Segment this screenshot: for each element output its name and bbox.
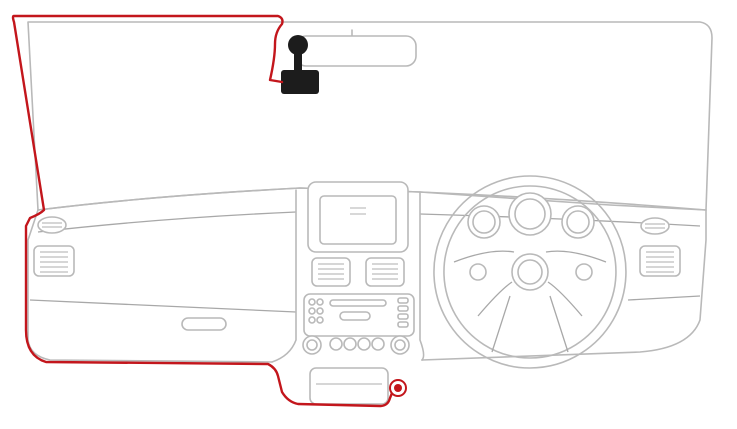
right-speaker	[640, 217, 670, 235]
dashcam-body	[281, 70, 319, 94]
center-vent-left-slats	[318, 263, 344, 280]
climate-knob-right-inner	[394, 339, 406, 351]
climate-buttons	[329, 337, 385, 351]
lower-console-box	[309, 367, 389, 405]
center-vent-right-slats	[372, 263, 398, 280]
instrument-cluster	[467, 192, 595, 239]
left-air-vent-slats	[40, 251, 68, 273]
dashcam-suction-mount	[288, 35, 308, 55]
glovebox-handle	[181, 317, 227, 331]
rearview-mirror	[295, 35, 417, 67]
left-speaker	[37, 216, 67, 234]
steering-wheel	[433, 175, 627, 369]
dashboard-right-edge	[421, 209, 707, 361]
dashboard-crease-right-lower	[627, 295, 701, 301]
right-air-vent	[639, 245, 681, 277]
right-air-vent-slats	[646, 251, 674, 273]
screen-glare-mark	[350, 207, 366, 215]
dashboard-crease-left-lower	[29, 299, 297, 313]
dashboard-left-edge	[27, 209, 273, 363]
control-panel-buttons-left	[308, 298, 324, 324]
climate-knob-left-inner	[306, 339, 318, 351]
steering-hub-center	[517, 259, 543, 285]
wheel-button-right	[575, 263, 593, 281]
center-vent-right	[365, 257, 405, 287]
dashboard-crease-left	[37, 211, 297, 233]
left-air-vent	[33, 245, 75, 277]
power-cable-route	[11, 14, 396, 408]
control-panel-knob	[339, 311, 371, 321]
center-console-outline	[271, 189, 425, 363]
right-speaker-grille	[645, 223, 665, 229]
left-speaker-grille	[42, 222, 62, 228]
control-panel-buttons-right	[397, 297, 409, 328]
power-socket	[394, 384, 402, 392]
wheel-button-left	[469, 263, 487, 281]
cd-slot	[329, 299, 387, 307]
center-vent-left	[311, 257, 351, 287]
dashcam-mount-arm	[294, 54, 302, 72]
infotainment-screen	[319, 195, 397, 245]
